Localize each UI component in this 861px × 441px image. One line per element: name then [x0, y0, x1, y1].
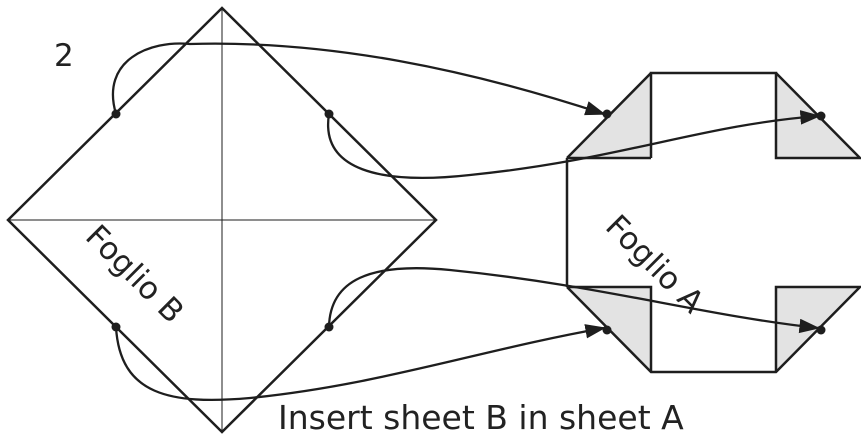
dot-b-top-right	[324, 109, 334, 119]
arrow-bottom-left-to-a	[114, 324, 607, 401]
dot-a-top-left	[602, 109, 612, 119]
step-number: 2	[54, 38, 74, 74]
dot-b-bottom-right	[324, 322, 334, 332]
insertion-dots	[111, 109, 826, 335]
arrow-top-right-to-a	[326, 110, 822, 180]
dot-b-bottom-left	[111, 322, 121, 332]
dot-a-bottom-right	[816, 325, 826, 335]
insertion-arrows	[111, 42, 822, 401]
arrow-bottom-right-to-a	[327, 267, 821, 334]
dot-a-top-right	[816, 111, 826, 121]
arrow-top-left-to-a	[111, 42, 606, 116]
dot-a-bottom-left	[602, 325, 612, 335]
caption: Insert sheet B in sheet A	[278, 398, 684, 437]
dot-b-top-left	[111, 109, 121, 119]
